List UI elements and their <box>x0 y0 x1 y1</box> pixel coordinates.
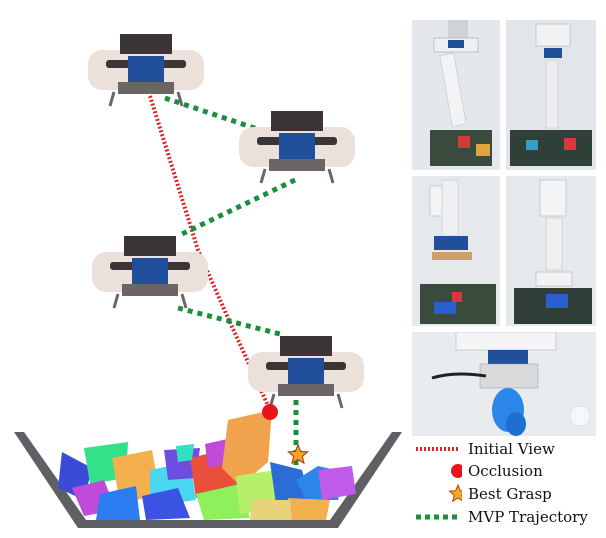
legend-occlusion: Occlusion <box>414 460 604 482</box>
best-grasp-marker <box>287 443 309 465</box>
mvp-trajectory-path <box>164 95 299 470</box>
red-dotted-line-icon <box>414 438 462 460</box>
photo-grasped-object <box>412 332 596 436</box>
photo-robot-view-3 <box>412 176 500 326</box>
camera-view-1 <box>88 34 204 107</box>
photo-robot-view-4 <box>506 176 596 326</box>
camera-view-2 <box>239 111 355 184</box>
legend-mvp-trajectory: MVP Trajectory <box>414 506 604 528</box>
orange-star-icon <box>414 483 468 505</box>
legend-label: Initial View <box>468 440 555 458</box>
legend-best-grasp: Best Grasp <box>414 483 604 505</box>
legend-label: Occlusion <box>468 462 543 480</box>
initial-view-path <box>148 95 272 411</box>
occlusion-marker <box>262 404 278 420</box>
cluttered-objects <box>58 410 356 520</box>
camera-view-3 <box>92 236 208 309</box>
legend-label: Best Grasp <box>468 485 552 503</box>
mvp-diagram <box>14 34 402 528</box>
legend-initial-view: Initial View <box>414 438 604 460</box>
red-circle-icon <box>414 460 465 482</box>
legend-label: MVP Trajectory <box>468 508 588 526</box>
green-dotted-line-icon <box>414 506 462 528</box>
camera-view-4 <box>248 336 364 409</box>
photo-robot-view-2 <box>506 20 596 170</box>
photo-robot-view-1 <box>412 20 500 170</box>
